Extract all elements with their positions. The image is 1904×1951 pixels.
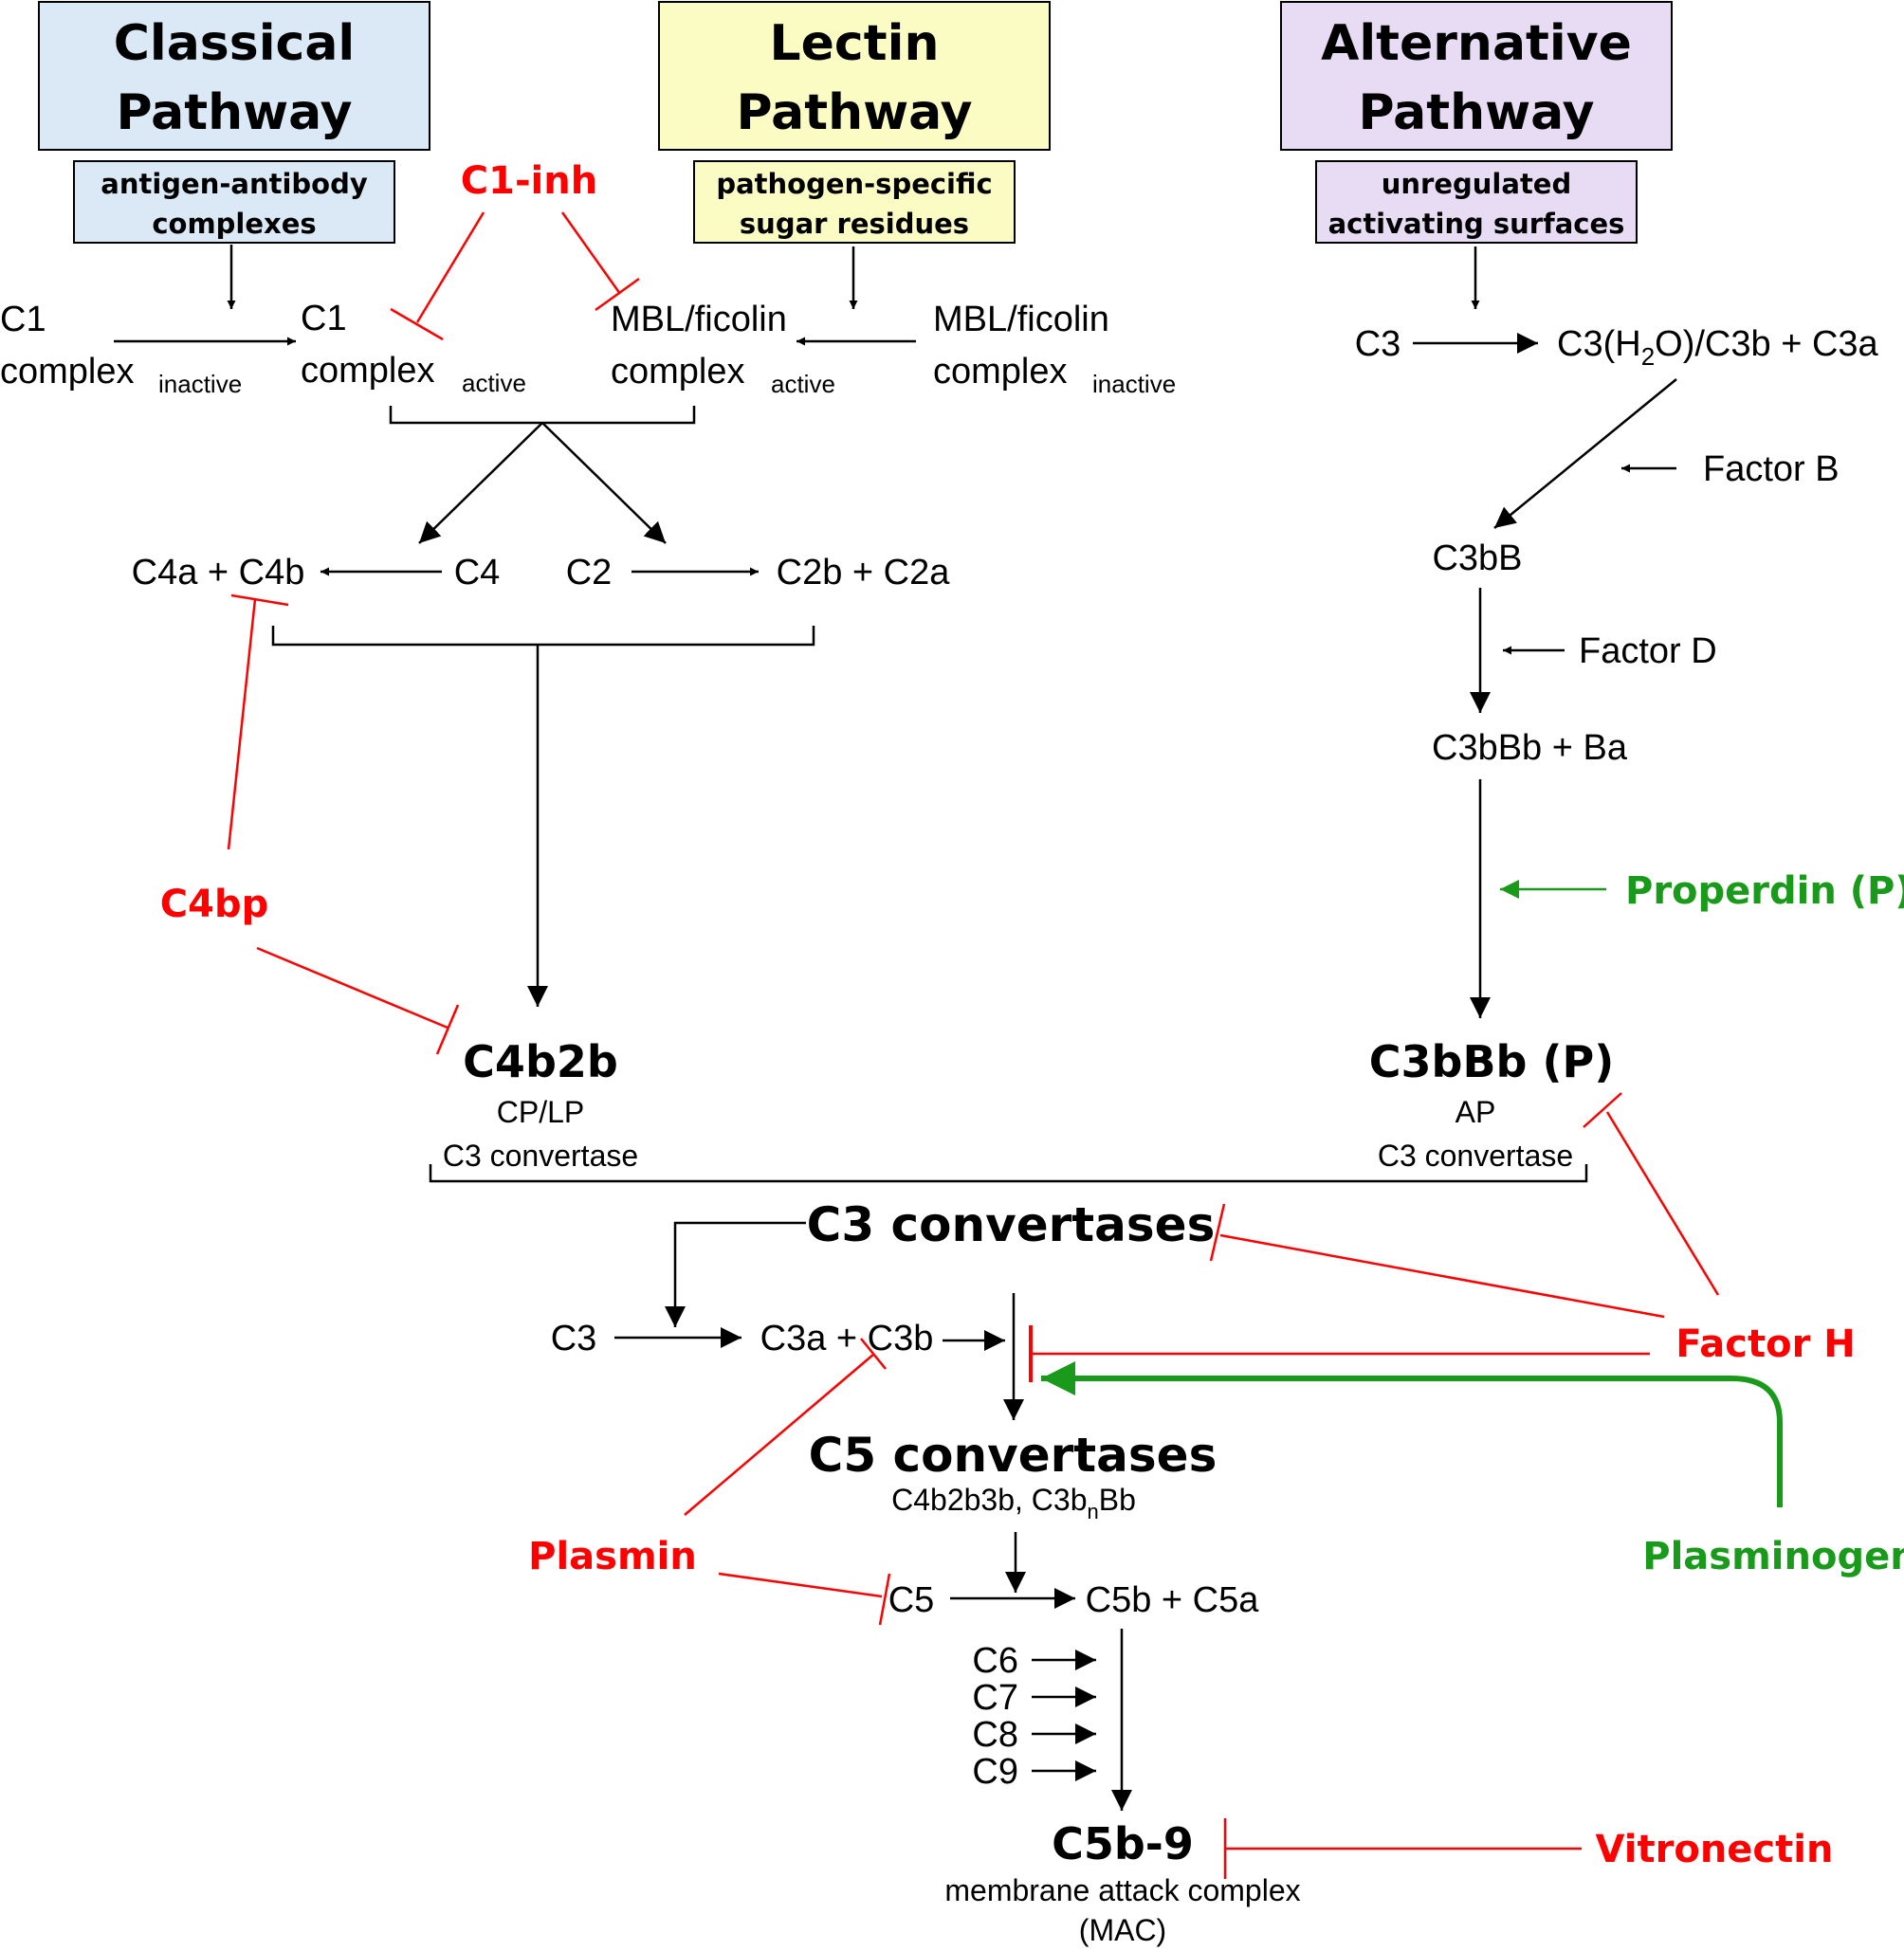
- c4b2b-line2: CP/LP: [497, 1095, 584, 1129]
- classical-trigger-line2: complexes: [152, 208, 316, 240]
- lectin-trigger-line1: pathogen-specific: [716, 168, 992, 200]
- c1-inactive-sub: inactive: [158, 370, 242, 398]
- lectin-title-line1: Lectin: [770, 15, 940, 72]
- classical-title-line1: Classical: [114, 15, 356, 72]
- c2-cleavage-arrow: [541, 422, 667, 544]
- c4bp-label: C4bp: [160, 883, 268, 926]
- vitronectin-label: Vitronectin: [1596, 1828, 1834, 1871]
- mac-line3: (MAC): [1079, 1913, 1166, 1947]
- c4-node: C4: [454, 553, 501, 593]
- vitronectin-inhibits-mac: [1223, 1818, 1582, 1879]
- c1-active-line2: complex: [301, 351, 435, 391]
- lectin-pathway-header: Lectin Pathway pathogen-specific sugar r…: [658, 1, 1051, 244]
- factor-b-label: Factor B: [1703, 449, 1840, 489]
- c1-inh-inhibits-mbl: [560, 211, 640, 312]
- common-c3-node: C3: [551, 1319, 597, 1358]
- terminal-component-c6: C6: [972, 1641, 1018, 1681]
- c2-products: C2b + C2a: [777, 553, 951, 593]
- lectin-title-line2: Pathway: [736, 84, 972, 141]
- alternative-title-box: [1280, 1, 1673, 151]
- c5-convertases-label: C5 convertases: [809, 1428, 1217, 1483]
- alternative-pathway-header: Alternative Pathway unregulated activati…: [1280, 1, 1673, 244]
- c1-inh-inhibits-c1: [390, 211, 485, 341]
- alternative-trigger-line2: activating surfaces: [1328, 208, 1625, 240]
- c3bbb-p-line3: C3 convertase: [1378, 1139, 1573, 1173]
- c4-products: C4a + C4b: [132, 553, 305, 593]
- mbl-inactive-sub: inactive: [1092, 370, 1176, 398]
- mbl-active-sub: active: [771, 370, 835, 398]
- factor-h-inhibits-c5-convertase: [1029, 1325, 1650, 1382]
- terminal-component-c8: C8: [972, 1715, 1018, 1755]
- factor-d-label: Factor D: [1579, 631, 1717, 671]
- c1-active-sub: active: [462, 369, 526, 397]
- c3-convertases-to-c3-arrow: [665, 1221, 806, 1327]
- classical-trigger-box: [73, 160, 395, 244]
- classical-pathway-header: Classical Pathway antigen-antibody compl…: [38, 1, 430, 244]
- c1-inactive-line1: C1: [0, 300, 46, 339]
- plasminogen-activation-arrow: [1041, 1361, 1783, 1507]
- c4-cleavage-arrow: [418, 422, 543, 544]
- c3b-to-c3bb-arrow: [1493, 378, 1677, 529]
- mbl-inactive-line2: complex: [933, 352, 1068, 392]
- c3a-c3b-products: C3a + C3b: [760, 1319, 934, 1358]
- classical-trigger-line1: antigen-antibody: [101, 168, 368, 200]
- c1-complex-active: C1 complex active: [301, 299, 526, 397]
- c3bbb-p-line2: AP: [1455, 1095, 1496, 1129]
- mac-name: C5b-9: [1052, 1818, 1194, 1869]
- c4bp-inhibits-c4b: [227, 593, 289, 850]
- mbl-complex-active: MBL/ficolin complex active: [611, 300, 835, 398]
- plasminogen-label: Plasminogen: [1642, 1535, 1904, 1578]
- c1-inh-label: C1-inh: [461, 159, 597, 203]
- plasmin-inhibits-c3b: [684, 1338, 887, 1516]
- lectin-trigger-line2: sugar residues: [740, 208, 969, 240]
- c5-convertases-detail: C4b2b3b, C3bnBb: [891, 1483, 1136, 1523]
- alternative-trigger-line1: unregulated: [1382, 168, 1571, 200]
- c2-node: C2: [566, 553, 613, 593]
- factor-h-inhibits-c3-convertases: [1209, 1203, 1665, 1319]
- mbl-active-line2: complex: [611, 352, 745, 392]
- active-complex-bracket: [389, 406, 696, 425]
- c3-convertases-label: C3 convertases: [807, 1197, 1216, 1252]
- mbl-complex-inactive: MBL/ficolin complex inactive: [933, 300, 1176, 398]
- plasmin-inhibits-c5: [718, 1572, 891, 1626]
- classical-title-box: [38, 1, 430, 151]
- c3bbb-p-name: C3bBb (P): [1369, 1036, 1614, 1087]
- lectin-trigger-box: [693, 160, 1016, 244]
- alternative-trigger-box: [1315, 160, 1638, 244]
- alternative-title-line1: Alternative: [1321, 15, 1632, 72]
- alternative-title-line2: Pathway: [1358, 84, 1594, 141]
- c1-inactive-line2: complex: [0, 352, 135, 392]
- ap-c3-node: C3: [1355, 324, 1401, 364]
- factor-h-label: Factor H: [1675, 1322, 1855, 1366]
- plasmin-label: Plasmin: [528, 1535, 697, 1578]
- terminal-component-c7: C7: [972, 1678, 1018, 1718]
- c1-complex-inactive: C1 complex inactive: [0, 300, 242, 398]
- factor-h-inhibits-c3bbb: [1583, 1092, 1720, 1296]
- c4b2b-line3: C3 convertase: [443, 1139, 638, 1173]
- convertases-bracket: [429, 1164, 1588, 1183]
- c5b-c5a-products: C5b + C5a: [1086, 1580, 1260, 1620]
- c3bbb-ba-node: C3bBb + Ba: [1432, 728, 1628, 768]
- mac-line2: membrane attack complex: [944, 1873, 1300, 1907]
- mbl-inactive-line1: MBL/ficolin: [933, 300, 1109, 339]
- c5-node: C5: [888, 1580, 935, 1620]
- classical-title-line2: Pathway: [116, 84, 352, 141]
- properdin-label: Properdin (P): [1625, 869, 1904, 913]
- c1-active-line1: C1: [301, 299, 347, 338]
- c3bb-node: C3bB: [1432, 538, 1522, 578]
- terminal-component-c9: C9: [972, 1752, 1018, 1792]
- lectin-title-box: [658, 1, 1051, 151]
- mbl-active-line1: MBL/ficolin: [611, 300, 787, 339]
- ap-c3-products: C3(H2O)/C3b + C3a: [1557, 324, 1879, 371]
- c4b2b-name: C4b2b: [463, 1036, 618, 1087]
- c4bp-inhibits-c4b2b: [256, 946, 460, 1055]
- c4b-c2b-bracket: [271, 626, 815, 647]
